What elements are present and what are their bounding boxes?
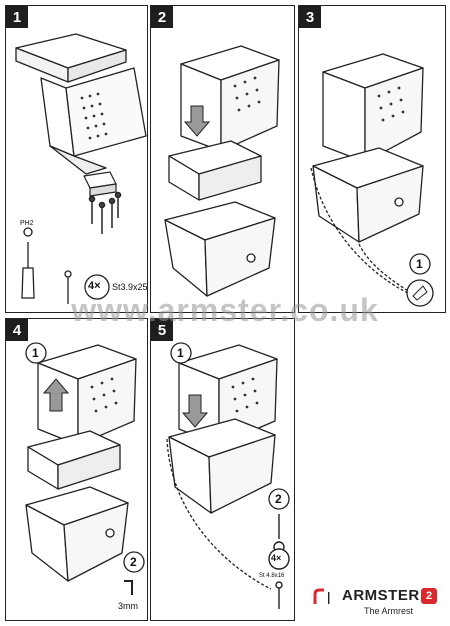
step-5-panel: 5 xyxy=(150,318,295,621)
step-4-number: 4 xyxy=(6,319,28,341)
step-5-screw-count: 4× xyxy=(271,553,282,563)
step-2-number: 2 xyxy=(151,6,173,28)
screw-size-label: St3.9x25 xyxy=(112,282,148,292)
step-3-panel: 3 1 xyxy=(298,5,446,313)
step-3-callout: 1 xyxy=(416,257,423,271)
step-3-illustration xyxy=(310,53,434,307)
step-4-callout-1: 1 xyxy=(32,346,39,360)
step-4-illustration xyxy=(25,342,145,595)
step-5-illustration xyxy=(166,342,290,609)
step-5-callout-1: 1 xyxy=(177,346,184,360)
step-4-callout-2: 2 xyxy=(130,555,137,569)
tool-label: PH2 xyxy=(20,220,34,227)
brand-name: ARMSTER xyxy=(342,587,420,604)
brand-badge: 2 xyxy=(421,588,437,604)
step-1-panel: 1 xyxy=(5,5,148,313)
step-5-number: 5 xyxy=(151,319,173,341)
step-2-illustration xyxy=(164,45,280,297)
step-5-callout-2: 2 xyxy=(275,492,282,506)
brand-block: ARMSTER 2 The Armrest xyxy=(312,586,442,620)
step-2-panel: 2 xyxy=(150,5,295,313)
screw-count-label: 4× xyxy=(88,280,101,292)
brand-tagline: The Armrest xyxy=(364,606,414,616)
step-5-screw-size: St 4.8x16 xyxy=(259,573,285,579)
step-1-number: 1 xyxy=(6,6,28,28)
step-3-number: 3 xyxy=(299,6,321,28)
step-1-illustration xyxy=(15,33,147,304)
step-4-panel: 4 1 2 xyxy=(5,318,148,621)
armster-logo-icon xyxy=(313,588,330,604)
hex-key-size: 3mm xyxy=(118,601,138,611)
website-watermark: www.armster.co.uk xyxy=(71,292,379,328)
